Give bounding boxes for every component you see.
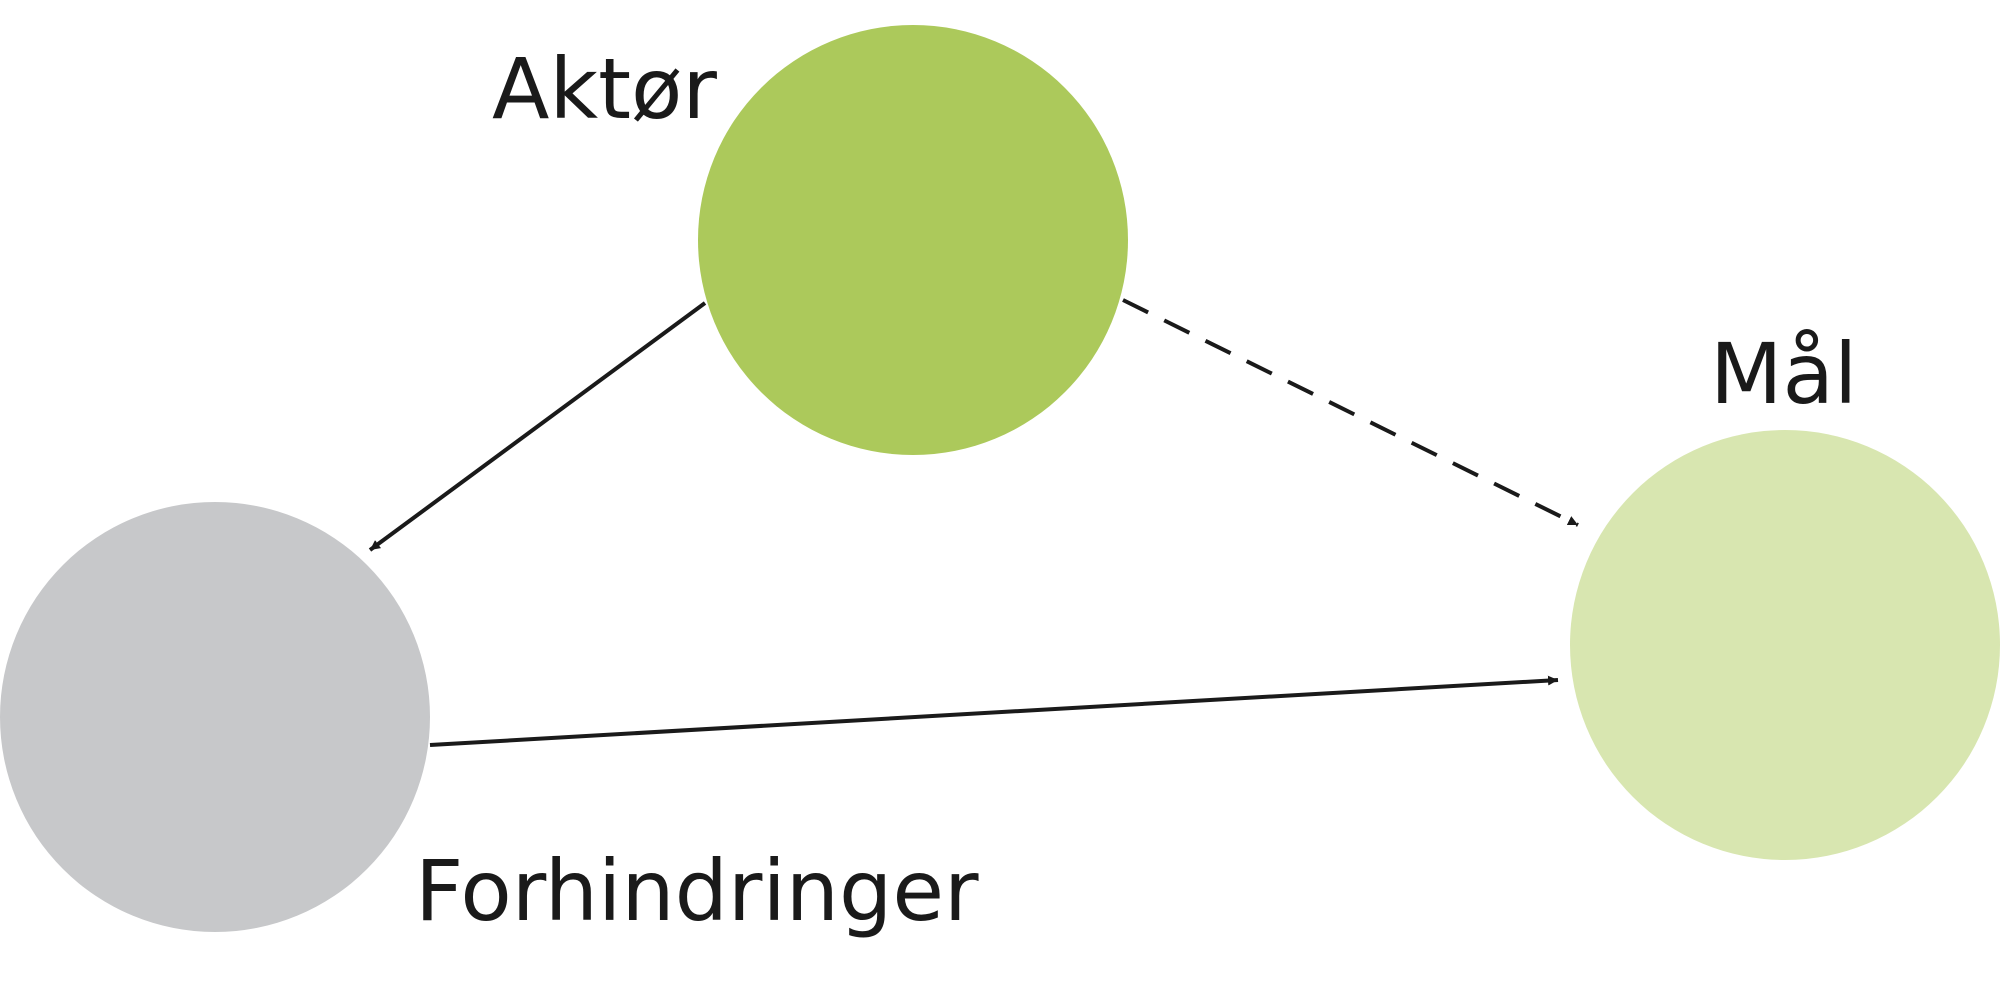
- obstacles-label: Forhindringer: [415, 842, 979, 940]
- arrow-obstacles-to-goal: [429, 675, 1559, 747]
- actor-label: Aktør: [492, 40, 717, 138]
- arrow-actor-to-obstacles: [368, 301, 707, 552]
- goal-node: [1570, 430, 2000, 860]
- goal-label: Mål: [1710, 325, 1857, 423]
- actor-node: [698, 25, 1128, 455]
- arrow-actor-to-goal-dashed: [1122, 298, 1579, 527]
- obstacles-node: [0, 502, 430, 932]
